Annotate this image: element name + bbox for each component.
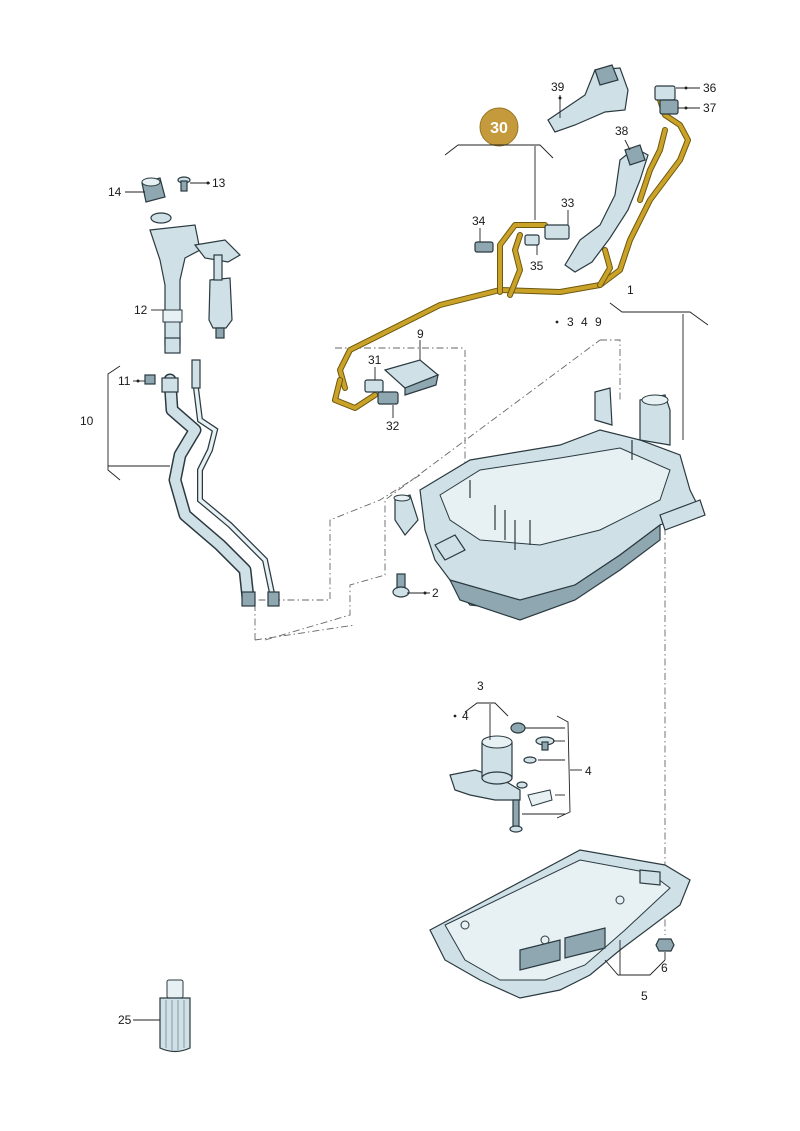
guard-plate-5[interactable] xyxy=(429,849,691,999)
callout-33: 33 xyxy=(561,196,575,210)
callout-36: 36 xyxy=(703,81,717,95)
filler-collar xyxy=(150,212,172,224)
fluid-bottle-25[interactable] xyxy=(159,979,191,1053)
connector-31[interactable] xyxy=(364,379,384,393)
callout-32: 32 xyxy=(386,419,400,433)
connector-33[interactable] xyxy=(544,224,570,240)
nut-6[interactable] xyxy=(655,938,675,952)
highlight-badge-30[interactable]: 30 xyxy=(479,107,519,147)
filler-neck[interactable] xyxy=(161,359,280,607)
callout-labels: 1 3 4 9 2 3 4 4 5 6 9 10 11 12 13 14 25 … xyxy=(80,80,717,1027)
screw-13[interactable] xyxy=(177,176,191,192)
callout-9: 9 xyxy=(417,327,424,341)
callout-13: 13 xyxy=(212,176,226,190)
highlight-badge-label: 30 xyxy=(490,120,508,137)
callout-11: 11 xyxy=(118,374,131,388)
callout-38: 38 xyxy=(615,124,629,138)
leader-lines xyxy=(107,86,709,1021)
pump-3[interactable] xyxy=(449,735,523,833)
connector-9[interactable] xyxy=(383,359,440,396)
callout-35: 35 xyxy=(530,259,544,273)
bracket-39[interactable] xyxy=(547,64,629,133)
clip-11[interactable] xyxy=(144,374,156,385)
callout-34: 34 xyxy=(472,214,486,228)
callout-6: 6 xyxy=(661,961,668,975)
fuel-tank[interactable] xyxy=(393,387,706,621)
pump-small-parts[interactable] xyxy=(510,722,555,807)
connector-36-37[interactable] xyxy=(654,85,679,115)
callout-39: 39 xyxy=(551,80,565,94)
callout-4-top: 4 xyxy=(462,709,469,723)
callout-5: 5 xyxy=(641,989,648,1003)
connector-35[interactable] xyxy=(524,234,540,246)
cap-14[interactable] xyxy=(141,177,166,203)
callout-3: 3 xyxy=(477,679,484,693)
callout-1-sub: 3 4 9 xyxy=(567,315,604,329)
callout-31: 31 xyxy=(368,353,382,367)
assembly-dash-lines xyxy=(254,339,666,935)
callout-2: 2 xyxy=(432,586,439,600)
bolt-2[interactable] xyxy=(392,573,410,598)
callout-14: 14 xyxy=(108,185,122,199)
callout-25: 25 xyxy=(118,1013,132,1027)
callout-10: 10 xyxy=(80,414,94,428)
callout-12: 12 xyxy=(134,303,148,317)
wiring-harness[interactable] xyxy=(332,97,691,411)
connector-32[interactable] xyxy=(377,391,399,405)
callout-4-right: 4 xyxy=(585,764,592,778)
callout-1: 1 xyxy=(627,283,634,297)
connector-34[interactable] xyxy=(474,241,494,253)
filler-hose[interactable] xyxy=(149,224,241,354)
callout-37: 37 xyxy=(703,101,717,115)
